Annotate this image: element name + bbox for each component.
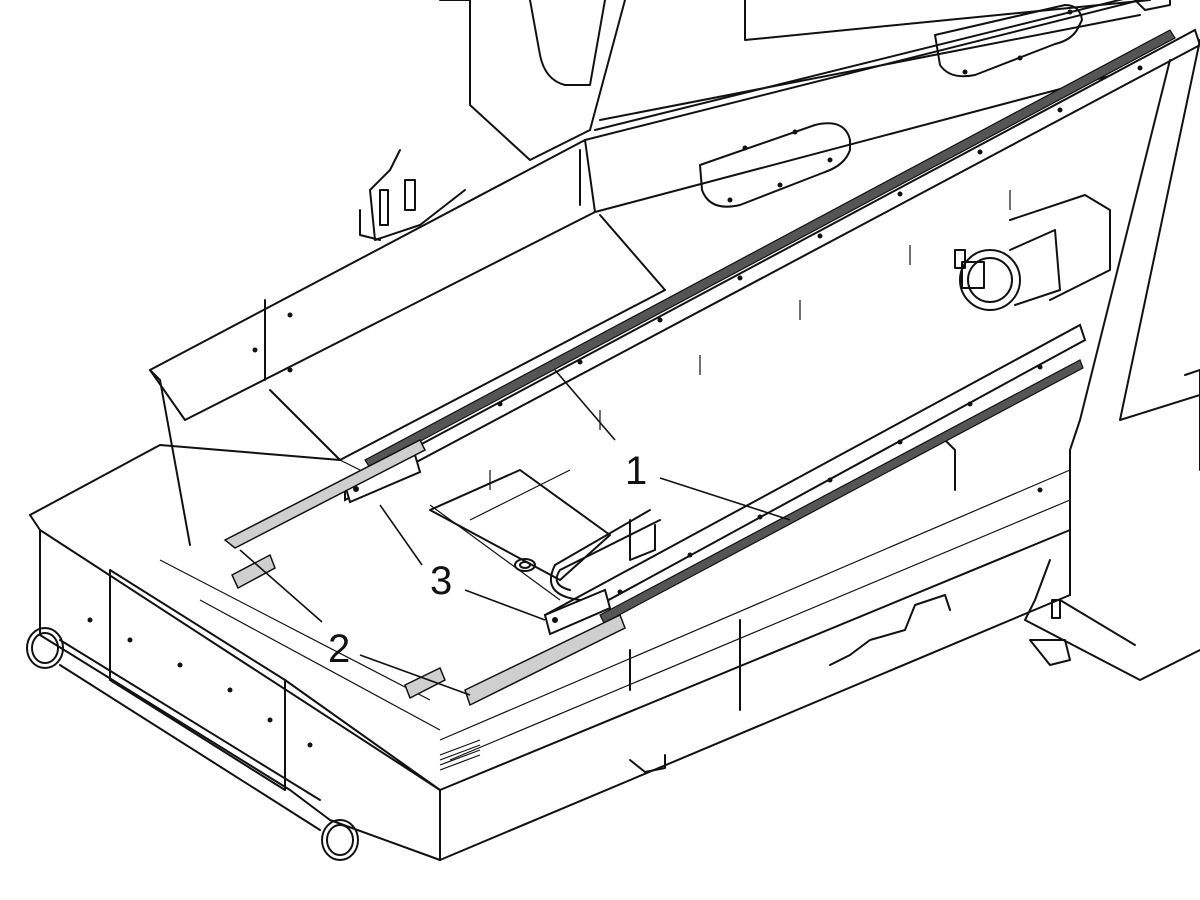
servo-motor <box>954 194 1111 311</box>
rail-bolt-holes-rear <box>417 65 1143 449</box>
drain-plate <box>429 469 611 581</box>
callout-3-label: 3 <box>430 559 452 603</box>
support-ribs <box>489 190 1011 490</box>
cable-loop <box>549 509 661 601</box>
right-column <box>1024 39 1200 681</box>
callout-2-label: 2 <box>328 627 350 671</box>
callout-2: 2 <box>239 549 471 696</box>
trough-body <box>29 439 1071 861</box>
callout-1: 1 <box>554 369 791 521</box>
access-cover-lower <box>699 122 851 208</box>
coolant-pipe-right <box>321 819 359 861</box>
vent-grille <box>439 739 481 771</box>
coolant-pipe-left <box>26 627 321 831</box>
callout-3: 3 <box>379 504 546 621</box>
way-wiper-front <box>404 613 626 707</box>
rear-wall <box>149 0 1171 546</box>
trough-floor <box>159 459 1071 761</box>
way-wiper-rear <box>223 438 427 590</box>
access-cover-upper <box>934 4 1083 78</box>
linear-rail-rear <box>344 28 1200 502</box>
callout-1-label: 1 <box>625 449 647 493</box>
rail-end-block-front <box>543 588 612 636</box>
leveling-foot-bottom <box>629 594 951 773</box>
leveling-feet-upper <box>359 149 466 241</box>
rail-bolt-holes-front <box>617 364 1043 595</box>
linear-rail-front <box>543 323 1087 634</box>
